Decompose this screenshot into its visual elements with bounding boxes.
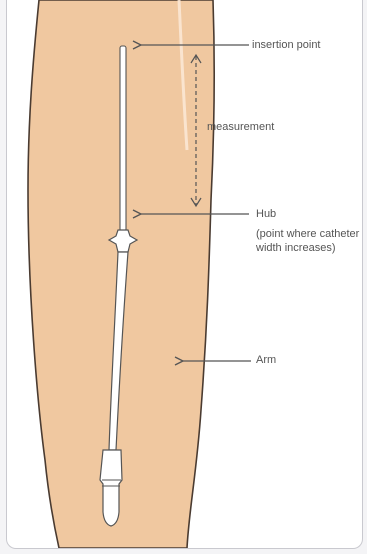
diagram-panel	[6, 0, 363, 549]
catheter-diagram	[7, 0, 362, 548]
measurement-label: measurement	[207, 120, 274, 134]
catheter-connector	[100, 450, 122, 526]
insertion-point-label: insertion point	[252, 38, 321, 52]
hub-label: Hub	[256, 207, 276, 221]
hub-description-label: (point where catheter width increases)	[256, 227, 361, 255]
catheter-upper	[120, 46, 126, 231]
arm-label: Arm	[256, 353, 276, 367]
